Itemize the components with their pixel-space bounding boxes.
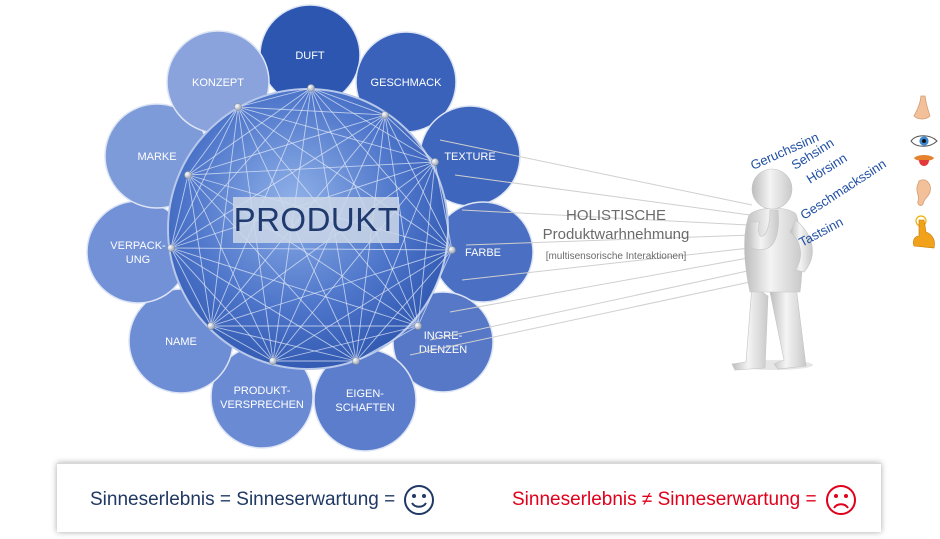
web-line xyxy=(310,87,386,116)
connection-nodes xyxy=(167,84,456,365)
web-line xyxy=(355,325,419,362)
web-line xyxy=(434,161,453,251)
thinking-figure xyxy=(731,168,813,371)
petal-6: EIGEN- SCHAFTEN xyxy=(313,348,417,452)
equation-mismatch: Sinneserlebnis ≠ Sinneserwartung = xyxy=(512,484,857,516)
web-line xyxy=(272,325,419,362)
web-line xyxy=(187,114,386,176)
web-node xyxy=(352,357,360,365)
product-title: PRODUKT xyxy=(233,197,399,243)
web-line xyxy=(355,161,436,362)
petal-label: DIENZEN xyxy=(419,344,467,356)
petal-4: FARBE xyxy=(432,201,534,303)
holistic-subtitle: Produktwarhnehmung xyxy=(542,226,690,243)
nose-icon xyxy=(913,95,931,120)
petal-2: GESCHMACK xyxy=(355,31,457,133)
perception-ray xyxy=(465,234,753,246)
ear-icon xyxy=(916,179,931,206)
perception-ray xyxy=(409,281,751,356)
web-line xyxy=(355,249,453,362)
web-line xyxy=(272,249,453,362)
petal-label: PRODUKT- xyxy=(234,385,291,397)
perception-ray xyxy=(449,257,749,313)
holistic-note: [multisensorische Interaktionen] xyxy=(545,251,687,262)
petal-label: INGRE- xyxy=(424,330,463,342)
petal-label: GESCHMACK xyxy=(371,77,443,89)
web-node xyxy=(414,322,422,330)
web-line xyxy=(170,114,386,249)
web-node xyxy=(234,103,242,111)
web-line xyxy=(187,174,357,362)
equation-banner xyxy=(57,463,881,532)
equation-mismatch-text: Sinneserlebnis ≠ Sinneserwartung = xyxy=(512,489,817,510)
web-line xyxy=(310,87,436,163)
petal-label: VERPACK- xyxy=(110,240,166,252)
web-line xyxy=(170,247,274,362)
perception-rays xyxy=(409,139,753,356)
web-line xyxy=(170,106,239,249)
web-line xyxy=(210,161,436,327)
finger-icon xyxy=(913,215,935,249)
web-line xyxy=(417,249,453,327)
perception-ray xyxy=(461,247,751,281)
web-node xyxy=(207,322,215,330)
petal-label: UNG xyxy=(126,254,150,266)
web-line xyxy=(187,161,436,176)
equation-match: Sinneserlebnis = Sinneserwartung = xyxy=(90,484,435,516)
petal-label: FARBE xyxy=(465,247,501,259)
holistic-title: HOLISTISCHE xyxy=(565,207,667,224)
web-node xyxy=(184,171,192,179)
tongue-icon xyxy=(914,155,934,166)
happy-face-icon xyxy=(404,485,435,515)
petal-label: EIGEN- xyxy=(346,388,384,400)
web-line xyxy=(384,114,419,327)
web-line xyxy=(237,87,312,108)
web-line xyxy=(237,106,436,163)
web-line xyxy=(210,325,274,362)
perception-ray xyxy=(461,209,749,226)
perception-ray xyxy=(429,269,753,341)
perception-ray xyxy=(439,139,753,206)
sense-icon-column xyxy=(910,95,938,249)
petal-label: SCHAFTEN xyxy=(335,402,394,414)
web-line xyxy=(237,106,453,251)
web-line xyxy=(187,174,274,362)
web-line xyxy=(210,325,357,362)
web-line xyxy=(384,114,436,163)
web-node xyxy=(167,244,175,252)
web-line xyxy=(272,161,436,362)
petal-label: TEXTURE xyxy=(444,151,495,163)
petal-label: KONZEPT xyxy=(192,77,244,89)
web-node xyxy=(269,357,277,365)
web-line xyxy=(187,174,212,327)
web-node xyxy=(431,158,439,166)
petal-1: DUFT xyxy=(259,4,361,106)
eye-icon xyxy=(910,135,938,147)
web-line xyxy=(170,247,419,327)
web-line xyxy=(210,106,239,327)
web-line xyxy=(170,87,312,249)
web-line xyxy=(237,106,386,116)
web-line xyxy=(187,106,239,176)
sad-face-icon xyxy=(825,485,856,515)
petal-label: VERSPRECHEN xyxy=(220,399,304,411)
web-node xyxy=(307,84,315,92)
perception-ray xyxy=(454,174,751,216)
petal-label: MARKE xyxy=(137,151,176,163)
holistic-perception-label: HOLISTISCHE Produktwarhnehmung [multisen… xyxy=(526,207,706,265)
web-node xyxy=(381,111,389,119)
web-node xyxy=(448,246,456,254)
web-line xyxy=(417,161,436,327)
equation-match-text: Sinneserlebnis = Sinneserwartung = xyxy=(90,489,396,510)
petal-label: NAME xyxy=(165,336,197,348)
petal-label: DUFT xyxy=(295,50,325,62)
web-line xyxy=(170,174,189,249)
petal-7: PRODUKT- VERSPRECHEN xyxy=(210,345,314,449)
web-line xyxy=(170,247,212,327)
web-line xyxy=(170,247,453,251)
